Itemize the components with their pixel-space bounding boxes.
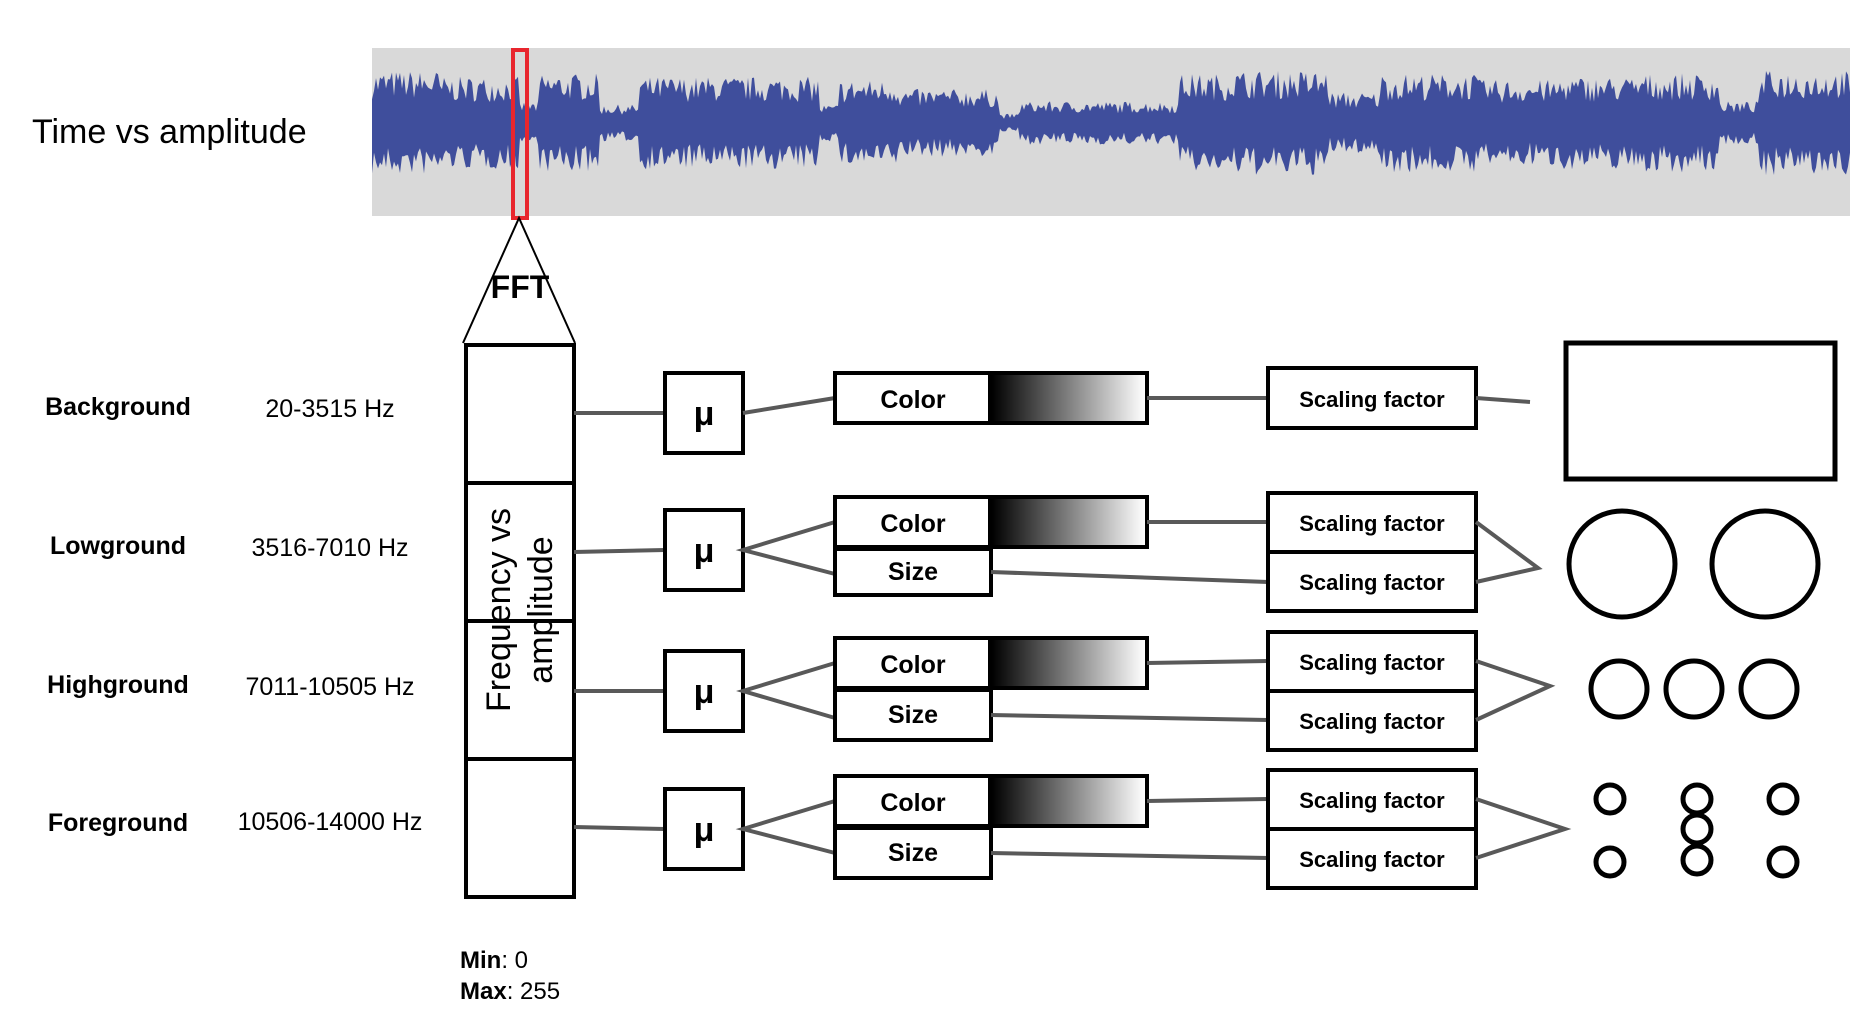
small-circle-shape xyxy=(1593,782,1627,816)
scaling-factor-label: Scaling factor xyxy=(1299,570,1445,595)
fft-funnel: FFT xyxy=(462,215,576,344)
small-circle-shape xyxy=(1680,812,1714,846)
fft-label: FFT xyxy=(491,269,550,305)
frequency-column-label-line1: Frequency vs xyxy=(480,508,518,712)
max-label: Max: 255 xyxy=(460,978,560,1005)
connector xyxy=(990,570,1269,584)
band-name: Background xyxy=(45,393,191,421)
large-circle-shape xyxy=(1709,508,1821,620)
connector xyxy=(736,661,836,720)
medium-circle-shape xyxy=(1588,658,1650,720)
mean-box xyxy=(663,371,745,455)
color-feature-label: Color xyxy=(880,651,946,679)
connector xyxy=(990,851,1269,860)
band-range: 3516-7010 Hz xyxy=(251,534,408,562)
scaling-factor-label: Scaling factor xyxy=(1299,788,1445,813)
small-circle-shape xyxy=(1593,845,1627,879)
connector xyxy=(573,825,666,831)
medium-circle-shape xyxy=(1738,658,1800,720)
small-circle-shape xyxy=(1766,845,1800,879)
waveform-signal xyxy=(372,70,1850,176)
fft-funnel-lines xyxy=(462,215,576,344)
color-gradient xyxy=(992,640,1145,686)
connector xyxy=(742,396,836,415)
connector xyxy=(1146,659,1269,665)
band-row-background: Background 20-3515 Hz μ Color Scaling fa… xyxy=(45,340,1838,482)
medium-circle-shape xyxy=(1663,658,1725,720)
small-circle-shape xyxy=(1766,782,1800,816)
connector xyxy=(1475,396,1531,404)
connector xyxy=(1474,520,1543,584)
min-label: Min: 0 xyxy=(460,947,528,974)
color-feature-label: Color xyxy=(880,510,946,538)
mean-symbol: μ xyxy=(694,811,715,849)
band-range: 20-3515 Hz xyxy=(265,395,394,423)
mean-symbol: μ xyxy=(694,673,715,711)
connector xyxy=(735,799,836,855)
mean-box xyxy=(663,787,745,871)
mean-symbol: μ xyxy=(694,532,715,570)
scaling-factor-box xyxy=(1266,550,1478,613)
band-row-highground: Highground 7011-10505 Hz μ Color Size Sc… xyxy=(47,630,1800,752)
size-feature-label: Size xyxy=(888,701,938,729)
frequency-column: Frequency vs amplitude xyxy=(464,343,576,899)
band-name: Lowground xyxy=(50,532,186,560)
scaling-factor-label: Scaling factor xyxy=(1299,650,1445,675)
frequency-column-label-line2: amplitude xyxy=(522,536,560,683)
range-legend: Min: 0 Max: 255 xyxy=(460,947,560,1005)
color-feature-label: Color xyxy=(880,789,946,817)
scaling-factor-box xyxy=(1266,630,1478,693)
band-row-lowground: Lowground 3516-7010 Hz μ Color Size Scal… xyxy=(50,491,1821,620)
color-feature-label: Color xyxy=(880,386,946,414)
small-circle-shape xyxy=(1680,843,1714,877)
scaling-factor-box xyxy=(1266,689,1478,752)
connector xyxy=(573,548,666,554)
waveform-label: Time vs amplitude xyxy=(32,113,307,151)
connector xyxy=(990,713,1269,722)
large-circle-shape xyxy=(1566,508,1678,620)
scaling-factor-box xyxy=(1266,491,1478,554)
scaling-factor-label: Scaling factor xyxy=(1299,847,1445,872)
scaling-factor-box xyxy=(1266,366,1478,430)
connector xyxy=(735,520,836,576)
background-rectangle-shape xyxy=(1563,340,1838,482)
size-feature-label: Size xyxy=(888,839,938,867)
band-range: 7011-10505 Hz xyxy=(245,673,414,701)
scaling-factor-label: Scaling factor xyxy=(1299,709,1445,734)
scaling-factor-label: Scaling factor xyxy=(1299,511,1445,536)
size-feature-box xyxy=(833,688,993,742)
band-row-foreground: Foreground 10506-14000 Hz μ Color Size S… xyxy=(48,768,1800,890)
scaling-factor-label: Scaling factor xyxy=(1299,387,1445,412)
color-gradient xyxy=(992,499,1145,545)
connector xyxy=(1475,659,1556,722)
band-name: Highground xyxy=(47,671,189,699)
frequency-bands: Background 20-3515 Hz μ Color Scaling fa… xyxy=(45,340,1838,890)
band-name: Foreground xyxy=(48,809,188,837)
color-gradient xyxy=(992,375,1145,421)
color-gradient xyxy=(992,778,1145,824)
scaling-factor-box xyxy=(1266,827,1478,890)
size-feature-label: Size xyxy=(888,558,938,586)
connector xyxy=(1475,797,1572,860)
waveform-panel: Time vs amplitude xyxy=(32,48,1850,220)
band-range: 10506-14000 Hz xyxy=(238,808,423,836)
mean-symbol: μ xyxy=(694,395,715,433)
connector xyxy=(1146,797,1269,803)
small-circle-shape xyxy=(1680,782,1714,816)
